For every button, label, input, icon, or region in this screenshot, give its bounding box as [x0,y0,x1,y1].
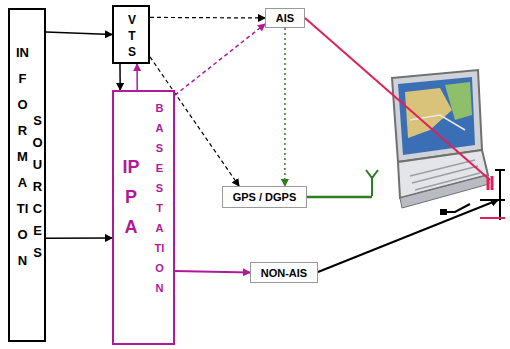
node-box: VTS [112,5,150,64]
node-box: IPPA BASE STATION [112,90,175,345]
node-box: AIS [265,8,305,28]
box-label: AIS [276,12,294,24]
node-box: INFORMATIONSOURCES [8,8,46,342]
box-label: GPS / DGPS [233,191,297,203]
node-box: NON-AIS [250,262,318,283]
flow-arrow [46,32,112,34]
flow-arrow [136,64,138,90]
flow-arrow [46,237,112,239]
vertical-label: BASE STATION [154,98,165,298]
vertical-label: SOURCES [31,110,44,264]
vertical-label: VTS [126,12,138,60]
flow-arrow [119,64,121,90]
flow-arrow [284,28,286,186]
node-box: GPS / DGPS [222,186,307,208]
box-label: NON-AIS [261,267,307,279]
flow-arrow [175,24,265,95]
flow-arrow [175,271,250,272]
flow-arrow [150,17,265,19]
vertical-label: IPPA [122,152,140,242]
vertical-label: INFORMATION [16,40,29,274]
